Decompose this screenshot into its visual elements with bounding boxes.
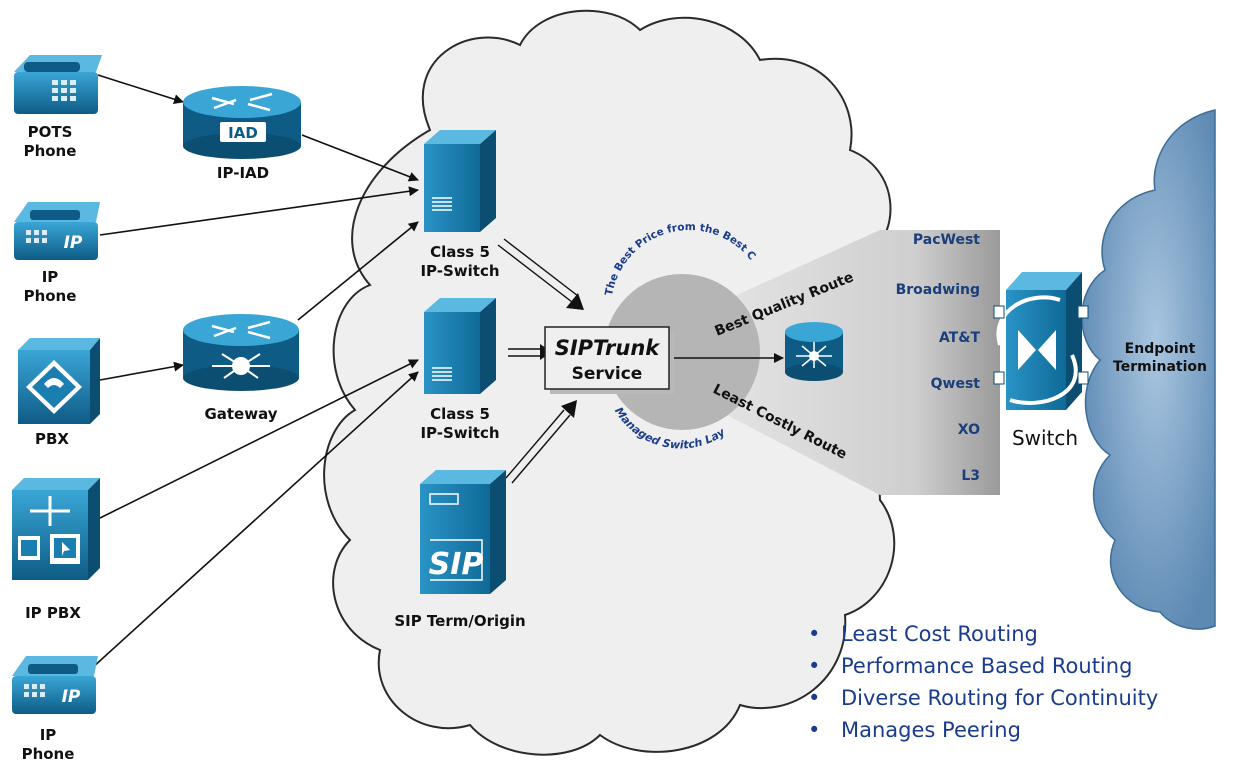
- feature-item: Performance Based Routing: [808, 650, 1158, 682]
- ip-pbx-icon: [12, 478, 100, 580]
- carrier-att: AT&T: [938, 330, 980, 346]
- ip-phone-top-label: IP Phone: [23, 268, 77, 305]
- feature-item: Manages Peering: [808, 714, 1158, 746]
- feature-item: Least Cost Routing: [808, 618, 1158, 650]
- pbx-label: PBX: [35, 430, 69, 448]
- double-arrows: [497, 238, 579, 484]
- carrier-broadwing: Broadwing: [895, 282, 980, 298]
- iad-badge: IAD: [228, 124, 258, 142]
- route-router-icon: [785, 322, 843, 381]
- pots-phone-icon: [14, 55, 102, 114]
- endpoint-termination-label: Endpoint Termination: [1113, 341, 1207, 375]
- siptrunk-brand: SIPTrunk: [555, 336, 662, 360]
- ip-phone-top-badge: IP: [64, 233, 83, 253]
- endpoint-cloud: [1081, 109, 1216, 630]
- class5-switch-bottom-icon: [424, 298, 496, 394]
- gateway-label: Gateway: [204, 405, 278, 423]
- class5-switch-top-icon: [424, 130, 496, 232]
- ip-phone-bottom-label: IP Phone: [21, 726, 75, 763]
- iad-router-icon: [183, 86, 301, 159]
- carrier-xo: XO: [957, 422, 980, 438]
- siptrunk-sub: Service: [572, 364, 643, 384]
- carrier-l3: L3: [961, 468, 980, 484]
- ip-phone-bottom-icon: [12, 656, 98, 714]
- sip-term-label: SIP Term/Origin: [394, 612, 526, 630]
- feature-item: Diverse Routing for Continuity: [808, 682, 1158, 714]
- feature-list: Least Cost Routing Performance Based Rou…: [808, 618, 1158, 746]
- ip-iad-label: IP-IAD: [216, 164, 270, 182]
- pbx-icon: [18, 338, 100, 424]
- sip-server-icon: [420, 470, 506, 594]
- ip-pbx-label: IP PBX: [25, 604, 81, 622]
- sip-badge: SIP: [429, 547, 484, 582]
- class5-switch-top-label: Class 5 IP-Switch: [420, 243, 500, 280]
- endpoint-switch-icon: [993, 272, 1089, 410]
- siptrunk-service-box: [544, 326, 674, 394]
- connection-lines: [91, 74, 784, 669]
- pots-phone-label: POTS Phone: [23, 123, 77, 160]
- carrier-pacwest: PacWest: [912, 232, 980, 248]
- ip-phone-bottom-badge: IP: [62, 687, 81, 707]
- carrier-qwest: Qwest: [930, 376, 980, 392]
- switch-label: Switch: [1012, 426, 1078, 450]
- ip-phone-top-icon: [14, 202, 100, 260]
- gateway-icon: [183, 314, 299, 391]
- class5-switch-bottom-label: Class 5 IP-Switch: [420, 405, 500, 442]
